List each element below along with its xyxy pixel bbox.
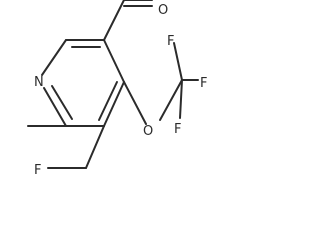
chemical-structure: N O O F F F F — [27, 0, 207, 178]
ether-oxygen-label: O — [143, 124, 153, 139]
fluorine-bottom-label: F — [174, 122, 181, 137]
bond-c5-c4 — [103, 39, 125, 83]
bond-c2-n-inner — [51, 85, 73, 120]
bond-cf3-fluorine-bottom — [179, 79, 183, 119]
bond-n-c6 — [41, 39, 67, 76]
bond-c2-n — [43, 87, 67, 127]
fluorine-right-label: F — [200, 76, 207, 91]
nitrogen-label: N — [34, 75, 44, 90]
bond-c4-c3-inner — [98, 81, 118, 121]
aldehyde-oxygen-label: O — [158, 3, 168, 18]
fluoromethyl-fluorine-label: F — [34, 163, 41, 178]
bond-c4-ether-oxygen — [123, 81, 147, 125]
bond-ether-oxygen-cf3 — [159, 79, 183, 121]
bond-c5-aldehyde-carbon — [103, 0, 125, 41]
fluorine-top-label: F — [167, 34, 174, 49]
bond-cf3-fluorine-top — [173, 42, 183, 81]
bond-c4-c3 — [103, 81, 125, 127]
bond-c3-ch2 — [85, 125, 105, 169]
